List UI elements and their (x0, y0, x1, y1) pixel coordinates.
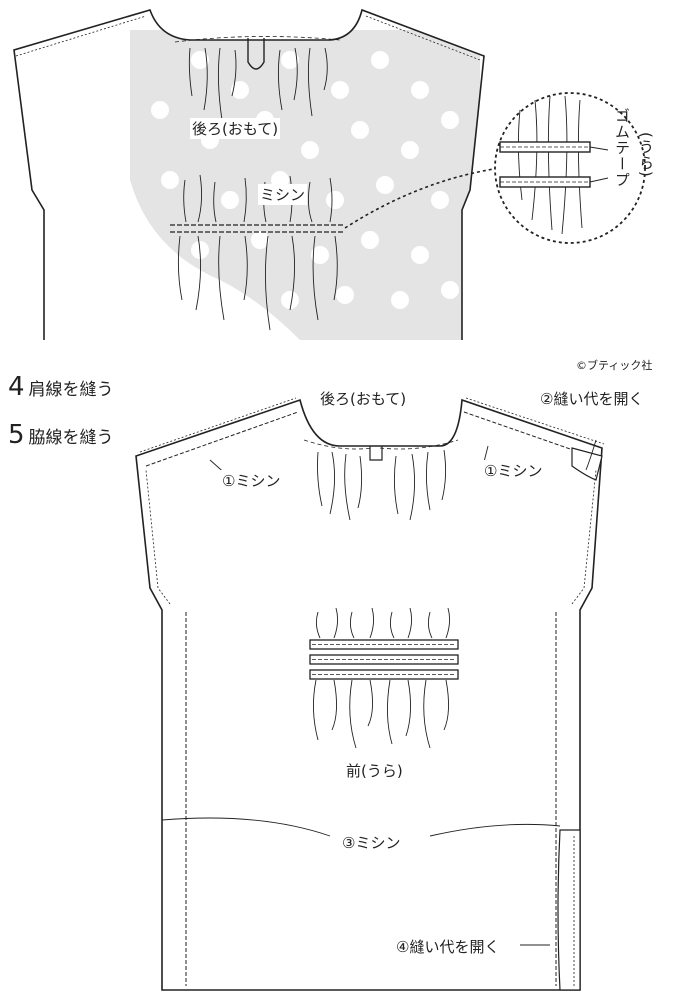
elastic-stitch (170, 224, 345, 233)
detail-elastic-label: ゴムテープ (613, 108, 631, 188)
step-4-text: 肩線を縫う (28, 379, 114, 400)
stitch-1-right-label: ①ミシン (482, 460, 545, 481)
step-4-number: 4 (8, 372, 25, 402)
step-5-number: 5 (8, 420, 25, 450)
detail-wrong-side-label: (うら) (637, 132, 655, 178)
bottom-back-label: 後ろ(おもて) (318, 388, 409, 409)
stitch-3-label: ③ミシン (340, 832, 403, 853)
detail-leader (344, 167, 501, 229)
open-seam-2-label: ②縫い代を開く (538, 388, 646, 409)
detail-circle (494, 92, 646, 244)
front-label: 前(うら) (344, 760, 405, 781)
neck-gathers (188, 47, 328, 121)
top-stitch-label: ミシン (258, 184, 308, 205)
top-bodice (13, 8, 501, 340)
bottom-bodice (135, 397, 605, 991)
open-seam-4-label: ④縫い代を開く (394, 936, 502, 957)
copyright-text: ©ブティック社 (576, 359, 653, 372)
step-5-text: 脇線を縫う (28, 427, 114, 448)
stitch-1-left-label: ①ミシン (220, 470, 283, 491)
top-back-label: 後ろ(おもて) (190, 118, 281, 139)
